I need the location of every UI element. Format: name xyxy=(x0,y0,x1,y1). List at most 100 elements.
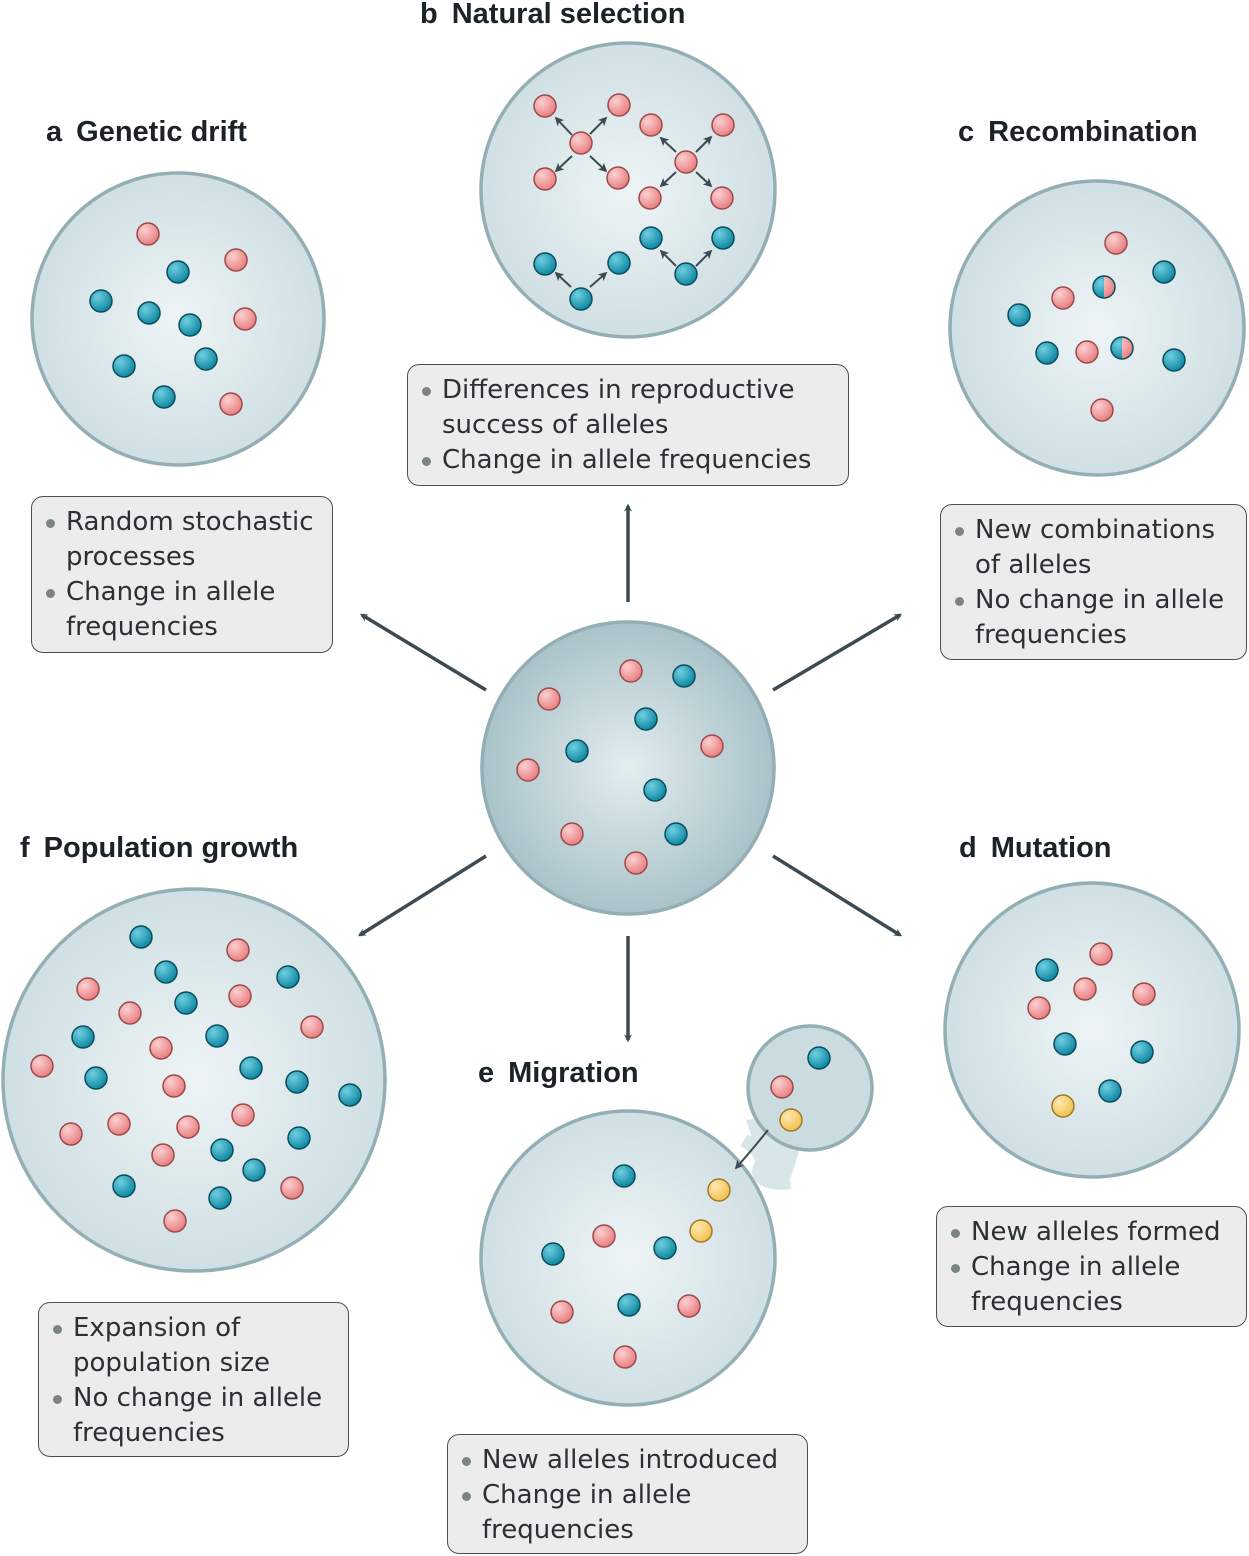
caption-bullet: Expansion of population size xyxy=(51,1311,336,1381)
allele-red xyxy=(226,938,250,962)
allele-blue xyxy=(533,252,557,276)
allele-blue xyxy=(1053,1032,1077,1056)
allele-red xyxy=(1075,340,1099,364)
panel-e-caption: New alleles introduced Change in allele … xyxy=(447,1434,808,1554)
allele-blue xyxy=(205,1024,229,1048)
panel-f-title: f Population growth xyxy=(20,832,298,865)
population-circle-mutation xyxy=(943,881,1241,1179)
allele-red xyxy=(710,186,734,210)
caption-bullet: New combinations of alleles xyxy=(953,513,1234,583)
allele-blue xyxy=(285,1070,309,1094)
allele-blue xyxy=(71,1025,95,1049)
allele-red xyxy=(233,307,257,331)
panel-f-letter: f xyxy=(20,832,30,864)
panel-b-title: b Natural selection xyxy=(420,0,685,31)
allele-blue xyxy=(672,664,696,688)
allele-red xyxy=(674,150,698,174)
allele-red xyxy=(613,1345,637,1369)
allele-blue xyxy=(210,1138,234,1162)
allele-blue xyxy=(1035,958,1059,982)
allele-red xyxy=(219,392,243,416)
allele-blue xyxy=(89,289,113,313)
panel-a-title-text: Genetic drift xyxy=(76,116,247,148)
reproduction-arrow xyxy=(554,116,573,136)
migration-arrow xyxy=(734,1129,769,1170)
allele-blue xyxy=(166,260,190,284)
caption-bullet: Change in allele frequencies xyxy=(44,575,320,645)
allele-red xyxy=(700,734,724,758)
allele-blue xyxy=(174,991,198,1015)
allele-blue xyxy=(239,1056,263,1080)
allele-red xyxy=(592,1224,616,1248)
allele-blue xyxy=(1162,348,1186,372)
panel-b-title-text: Natural selection xyxy=(451,0,686,30)
allele-red xyxy=(606,166,630,190)
allele-red xyxy=(533,167,557,191)
allele-blue xyxy=(242,1158,266,1182)
allele-blue xyxy=(1007,303,1031,327)
panel-d-caption: New alleles formed Change in allele freq… xyxy=(936,1206,1247,1327)
allele-recombinant-outline xyxy=(1110,336,1134,360)
panel-e-title-text: Migration xyxy=(508,1057,639,1089)
allele-yellow xyxy=(689,1219,713,1243)
panel-c-caption: New combinations of alleles No change in… xyxy=(940,504,1247,660)
allele-recombinant xyxy=(1110,336,1134,360)
arrow-to-drift xyxy=(359,613,487,692)
allele-blue xyxy=(112,1174,136,1198)
allele-blue xyxy=(569,287,593,311)
allele-red xyxy=(163,1209,187,1233)
allele-red xyxy=(224,248,248,272)
allele-red xyxy=(231,1103,255,1127)
panel-a-letter: a xyxy=(46,116,63,148)
allele-red xyxy=(107,1112,131,1136)
migration-main-circle xyxy=(479,1109,777,1407)
allele-blue xyxy=(634,707,658,731)
allele-blue xyxy=(617,1293,641,1317)
allele-recombinant-blue-half xyxy=(1093,276,1104,298)
allele-red xyxy=(619,659,643,683)
panel-b-letter: b xyxy=(420,0,438,30)
allele-red xyxy=(533,94,557,118)
allele-red xyxy=(59,1122,83,1146)
reproduction-arrow xyxy=(695,135,713,153)
allele-blue xyxy=(653,1236,677,1260)
allele-blue xyxy=(1152,260,1176,284)
panel-a-title: a Genetic drift xyxy=(46,116,247,149)
allele-blue xyxy=(674,262,698,286)
allele-red xyxy=(228,984,252,1008)
panel-f-title-text: Population growth xyxy=(43,832,299,864)
allele-red xyxy=(30,1054,54,1078)
migration-populations xyxy=(479,1024,874,1407)
migration-neck-fill xyxy=(740,1134,792,1190)
allele-red xyxy=(569,131,593,155)
allele-blue xyxy=(664,822,688,846)
population-circle-recombination xyxy=(948,179,1246,477)
allele-red xyxy=(1073,977,1097,1001)
allele-blue xyxy=(1130,1040,1154,1064)
reproduction-arrow xyxy=(695,171,713,188)
allele-blue xyxy=(711,226,735,250)
allele-recombinant-blue-half xyxy=(1111,337,1122,359)
reproduction-arrow xyxy=(589,155,608,173)
panel-c-letter: c xyxy=(958,116,975,148)
reproduction-arrow xyxy=(589,116,608,135)
allele-red xyxy=(1089,942,1113,966)
allele-blue xyxy=(152,385,176,409)
allele-red xyxy=(136,222,160,246)
caption-bullet: Change in allele frequencies xyxy=(460,1478,795,1548)
allele-red xyxy=(1027,996,1051,1020)
reproduction-arrow xyxy=(659,136,677,153)
allele-red xyxy=(149,1036,173,1060)
panel-b-caption: Differences in reproductive success of a… xyxy=(407,364,849,486)
allele-blue xyxy=(154,960,178,984)
allele-red xyxy=(300,1015,324,1039)
reproduction-arrow xyxy=(695,249,713,267)
allele-blue xyxy=(194,347,218,371)
allele-red xyxy=(639,113,663,137)
allele-blue xyxy=(1098,1079,1122,1103)
allele-blue xyxy=(541,1242,565,1266)
allele-blue xyxy=(565,739,589,763)
